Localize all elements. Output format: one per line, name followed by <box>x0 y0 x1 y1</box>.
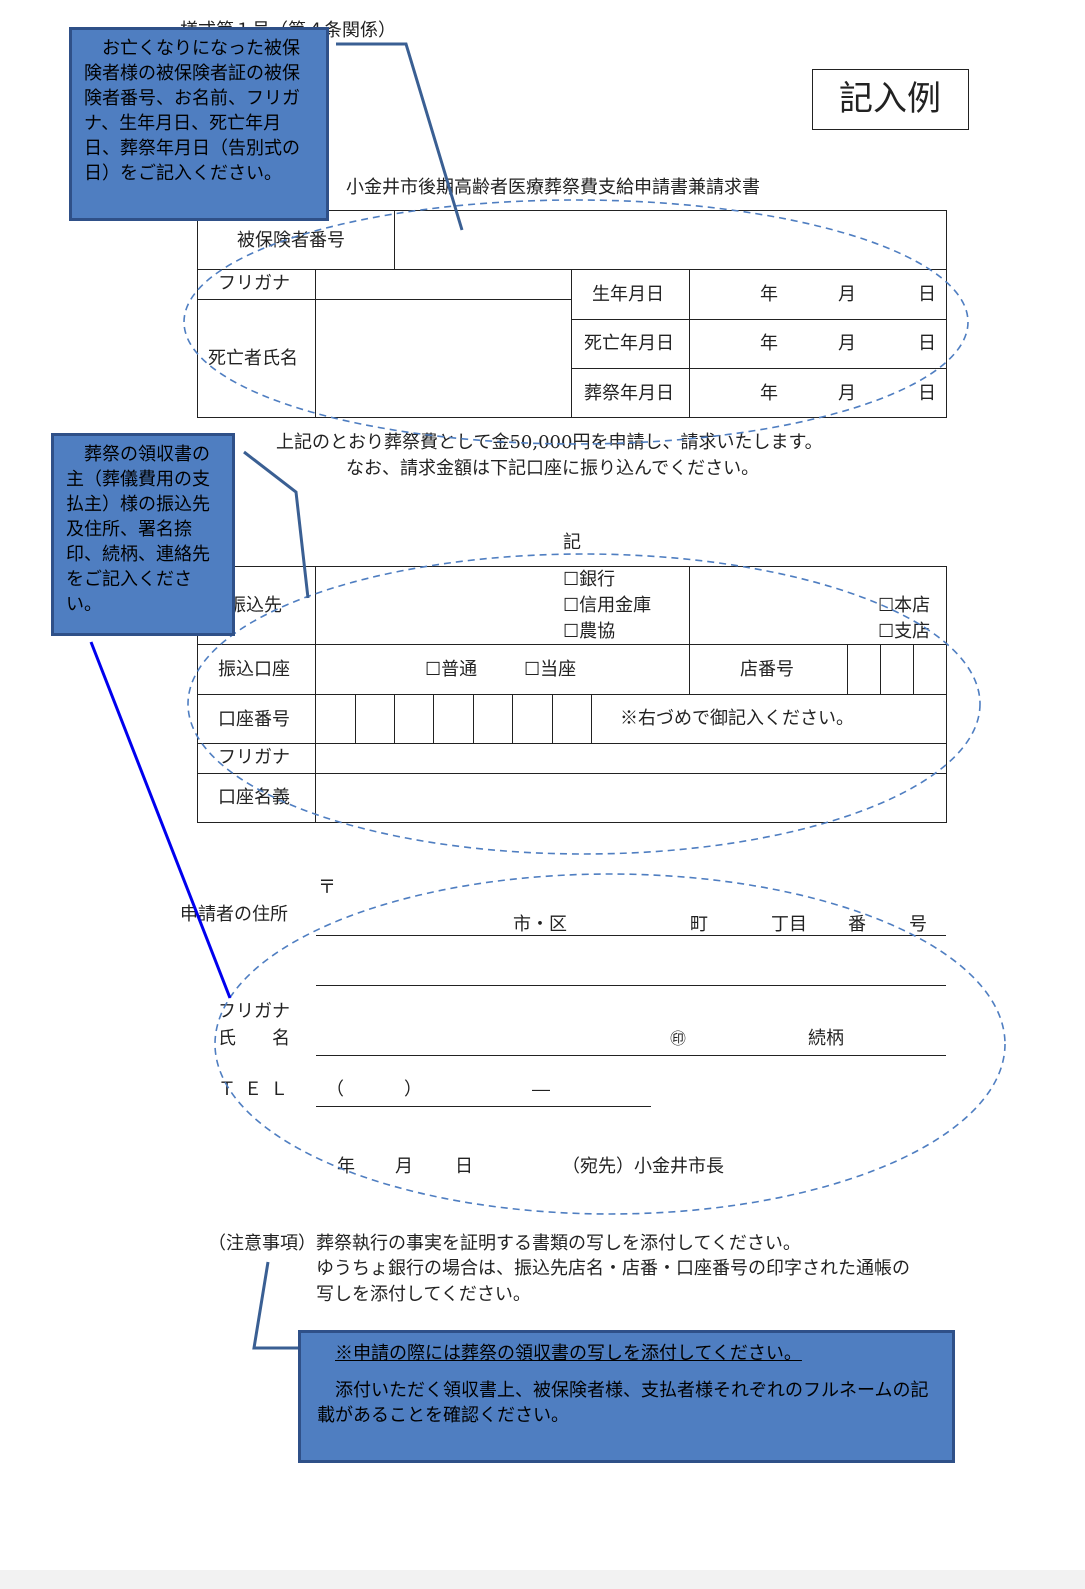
address-part-city: 市・区 <box>513 914 567 935</box>
address-label: 申請者の住所 <box>180 904 288 925</box>
table-rule <box>197 269 947 270</box>
day-label: 日 <box>918 284 936 305</box>
month-label: 月 <box>838 284 856 305</box>
postal-mark: 〒 <box>318 877 336 898</box>
notes-line2: ゆうちょ銀行の場合は、振込先店名・店番・口座番号の印字された通帳の <box>316 1258 910 1279</box>
year-label: 年 <box>760 284 778 305</box>
table-rule <box>433 694 434 743</box>
table-rule <box>197 644 947 645</box>
sample-label-box: 記入例 <box>812 69 969 130</box>
notes-line3: 写しを添付してください。 <box>316 1284 531 1305</box>
request-text-line2: なお、請求金額は下記口座に振り込んでください。 <box>346 458 760 479</box>
deceased-table-frame <box>197 210 947 418</box>
table-rule <box>552 694 553 743</box>
month-label: 月 <box>838 333 856 354</box>
callout-bottom-line2: 添付いただく領収書上、被保険者様、支払者様それぞれのフルネームの記載があることを… <box>317 1380 929 1426</box>
leader-line-blue <box>89 641 232 999</box>
page-bottom-band <box>0 1570 1085 1589</box>
table-rule <box>355 694 356 743</box>
applicant-date-month: 月 <box>395 1156 413 1177</box>
callout-bottom: ※申請の際には葬祭の領収書の写しを添付してください。 添付いただく領収書上、被保… <box>298 1330 955 1463</box>
table-rule <box>394 694 395 743</box>
name-line[interactable] <box>316 1055 946 1056</box>
table-rule <box>571 269 572 418</box>
bank-option[interactable]: ☐銀行 <box>563 569 616 590</box>
ordinary-option[interactable]: ☐普通 <box>425 659 478 680</box>
table-rule <box>315 269 316 418</box>
tel-line[interactable] <box>316 1106 651 1107</box>
callout-middle: 葬祭の領収書の主（葬儀費用の支払主）様の振込先及住所、署名捺印、続柄、連絡先をご… <box>51 433 235 636</box>
deceased-name-label: 死亡者氏名 <box>208 348 298 369</box>
table-rule <box>197 299 572 300</box>
table-rule <box>880 644 881 694</box>
funeral-date-label: 葬祭年月日 <box>584 383 674 404</box>
address-part-town: 町 <box>690 914 708 935</box>
insured-number-label: 被保険者番号 <box>237 230 345 251</box>
transfer-to-label: 振込先 <box>228 595 282 616</box>
furigana-label: フリガナ <box>218 273 290 294</box>
address-part-ban: 番 <box>848 914 866 935</box>
year-label: 年 <box>760 383 778 404</box>
table-rule <box>591 694 592 743</box>
request-text-line1: 上記のとおり葬祭費として金50,000円を申請し、請求いたします。 <box>276 432 823 453</box>
table-rule <box>571 319 947 320</box>
applicant-name-label: 氏 名 <box>218 1028 290 1049</box>
table-rule <box>315 566 316 823</box>
table-rule <box>512 694 513 743</box>
account-furigana-label: フリガナ <box>218 747 290 768</box>
branch-option[interactable]: ☐支店 <box>878 621 931 642</box>
account-name-label: 口座名義 <box>218 787 290 808</box>
applicant-date-day: 日 <box>455 1156 473 1177</box>
table-rule <box>689 269 690 418</box>
leader-line-middle <box>243 450 310 599</box>
nokyo-option[interactable]: ☐農協 <box>563 621 616 642</box>
death-date-label: 死亡年月日 <box>584 333 674 354</box>
addressee: （宛先）小金井市長 <box>562 1156 724 1177</box>
notes-line1: 葬祭執行の事実を証明する書類の写しを添付してください。 <box>316 1233 801 1254</box>
table-rule <box>689 566 690 694</box>
account-number-label: 口座番号 <box>218 709 290 730</box>
leader-line-bottom <box>252 1261 298 1350</box>
table-rule <box>571 368 947 369</box>
table-rule <box>197 773 947 774</box>
table-rule <box>197 743 947 744</box>
leader-line-top <box>336 42 464 231</box>
account-type-label: 振込口座 <box>218 659 290 680</box>
shinkin-option[interactable]: ☐信用金庫 <box>563 595 652 616</box>
head-office-option[interactable]: ☐本店 <box>878 595 931 616</box>
table-rule <box>473 694 474 743</box>
address-line[interactable] <box>316 935 946 936</box>
applicant-furigana-label: フリガナ <box>218 1001 290 1022</box>
relation-label: 続柄 <box>808 1028 844 1049</box>
callout-top: お亡くなりになった被保険者様の被保険者証の被保険者番号、お名前、フリガナ、生年月… <box>69 27 329 221</box>
seal-mark: ㊞ <box>670 1029 687 1048</box>
address-line-2[interactable] <box>316 985 946 986</box>
account-number-note: ※右づめで御記入ください。 <box>620 708 854 729</box>
tel-dash: ― <box>532 1079 550 1100</box>
ki-label: 記 <box>563 532 581 553</box>
sample-label: 記入例 <box>839 79 941 119</box>
tel-open-paren: （ <box>326 1079 344 1100</box>
callout-bottom-line1: ※申請の際には葬祭の領収書の写しを添付してください。 <box>335 1343 802 1364</box>
branch-number-label: 店番号 <box>740 659 794 680</box>
year-label: 年 <box>760 333 778 354</box>
table-rule <box>394 210 395 269</box>
address-part-go: 号 <box>909 914 927 935</box>
dashed-ellipse-bank <box>187 553 981 855</box>
day-label: 日 <box>918 383 936 404</box>
tel-close-paren: ） <box>404 1079 422 1100</box>
table-rule <box>913 644 914 694</box>
tel-label: ＴＥＬ <box>218 1079 296 1100</box>
notes-label: （注意事項） <box>208 1233 316 1254</box>
dashed-ellipse-applicant <box>214 873 1006 1215</box>
address-part-chome: 丁目 <box>771 914 807 935</box>
table-rule <box>847 644 848 694</box>
day-label: 日 <box>918 333 936 354</box>
current-option[interactable]: ☐当座 <box>524 659 577 680</box>
birth-date-label: 生年月日 <box>592 284 664 305</box>
month-label: 月 <box>838 383 856 404</box>
dashed-ellipse-deceased <box>183 199 969 445</box>
table-rule <box>197 694 947 695</box>
